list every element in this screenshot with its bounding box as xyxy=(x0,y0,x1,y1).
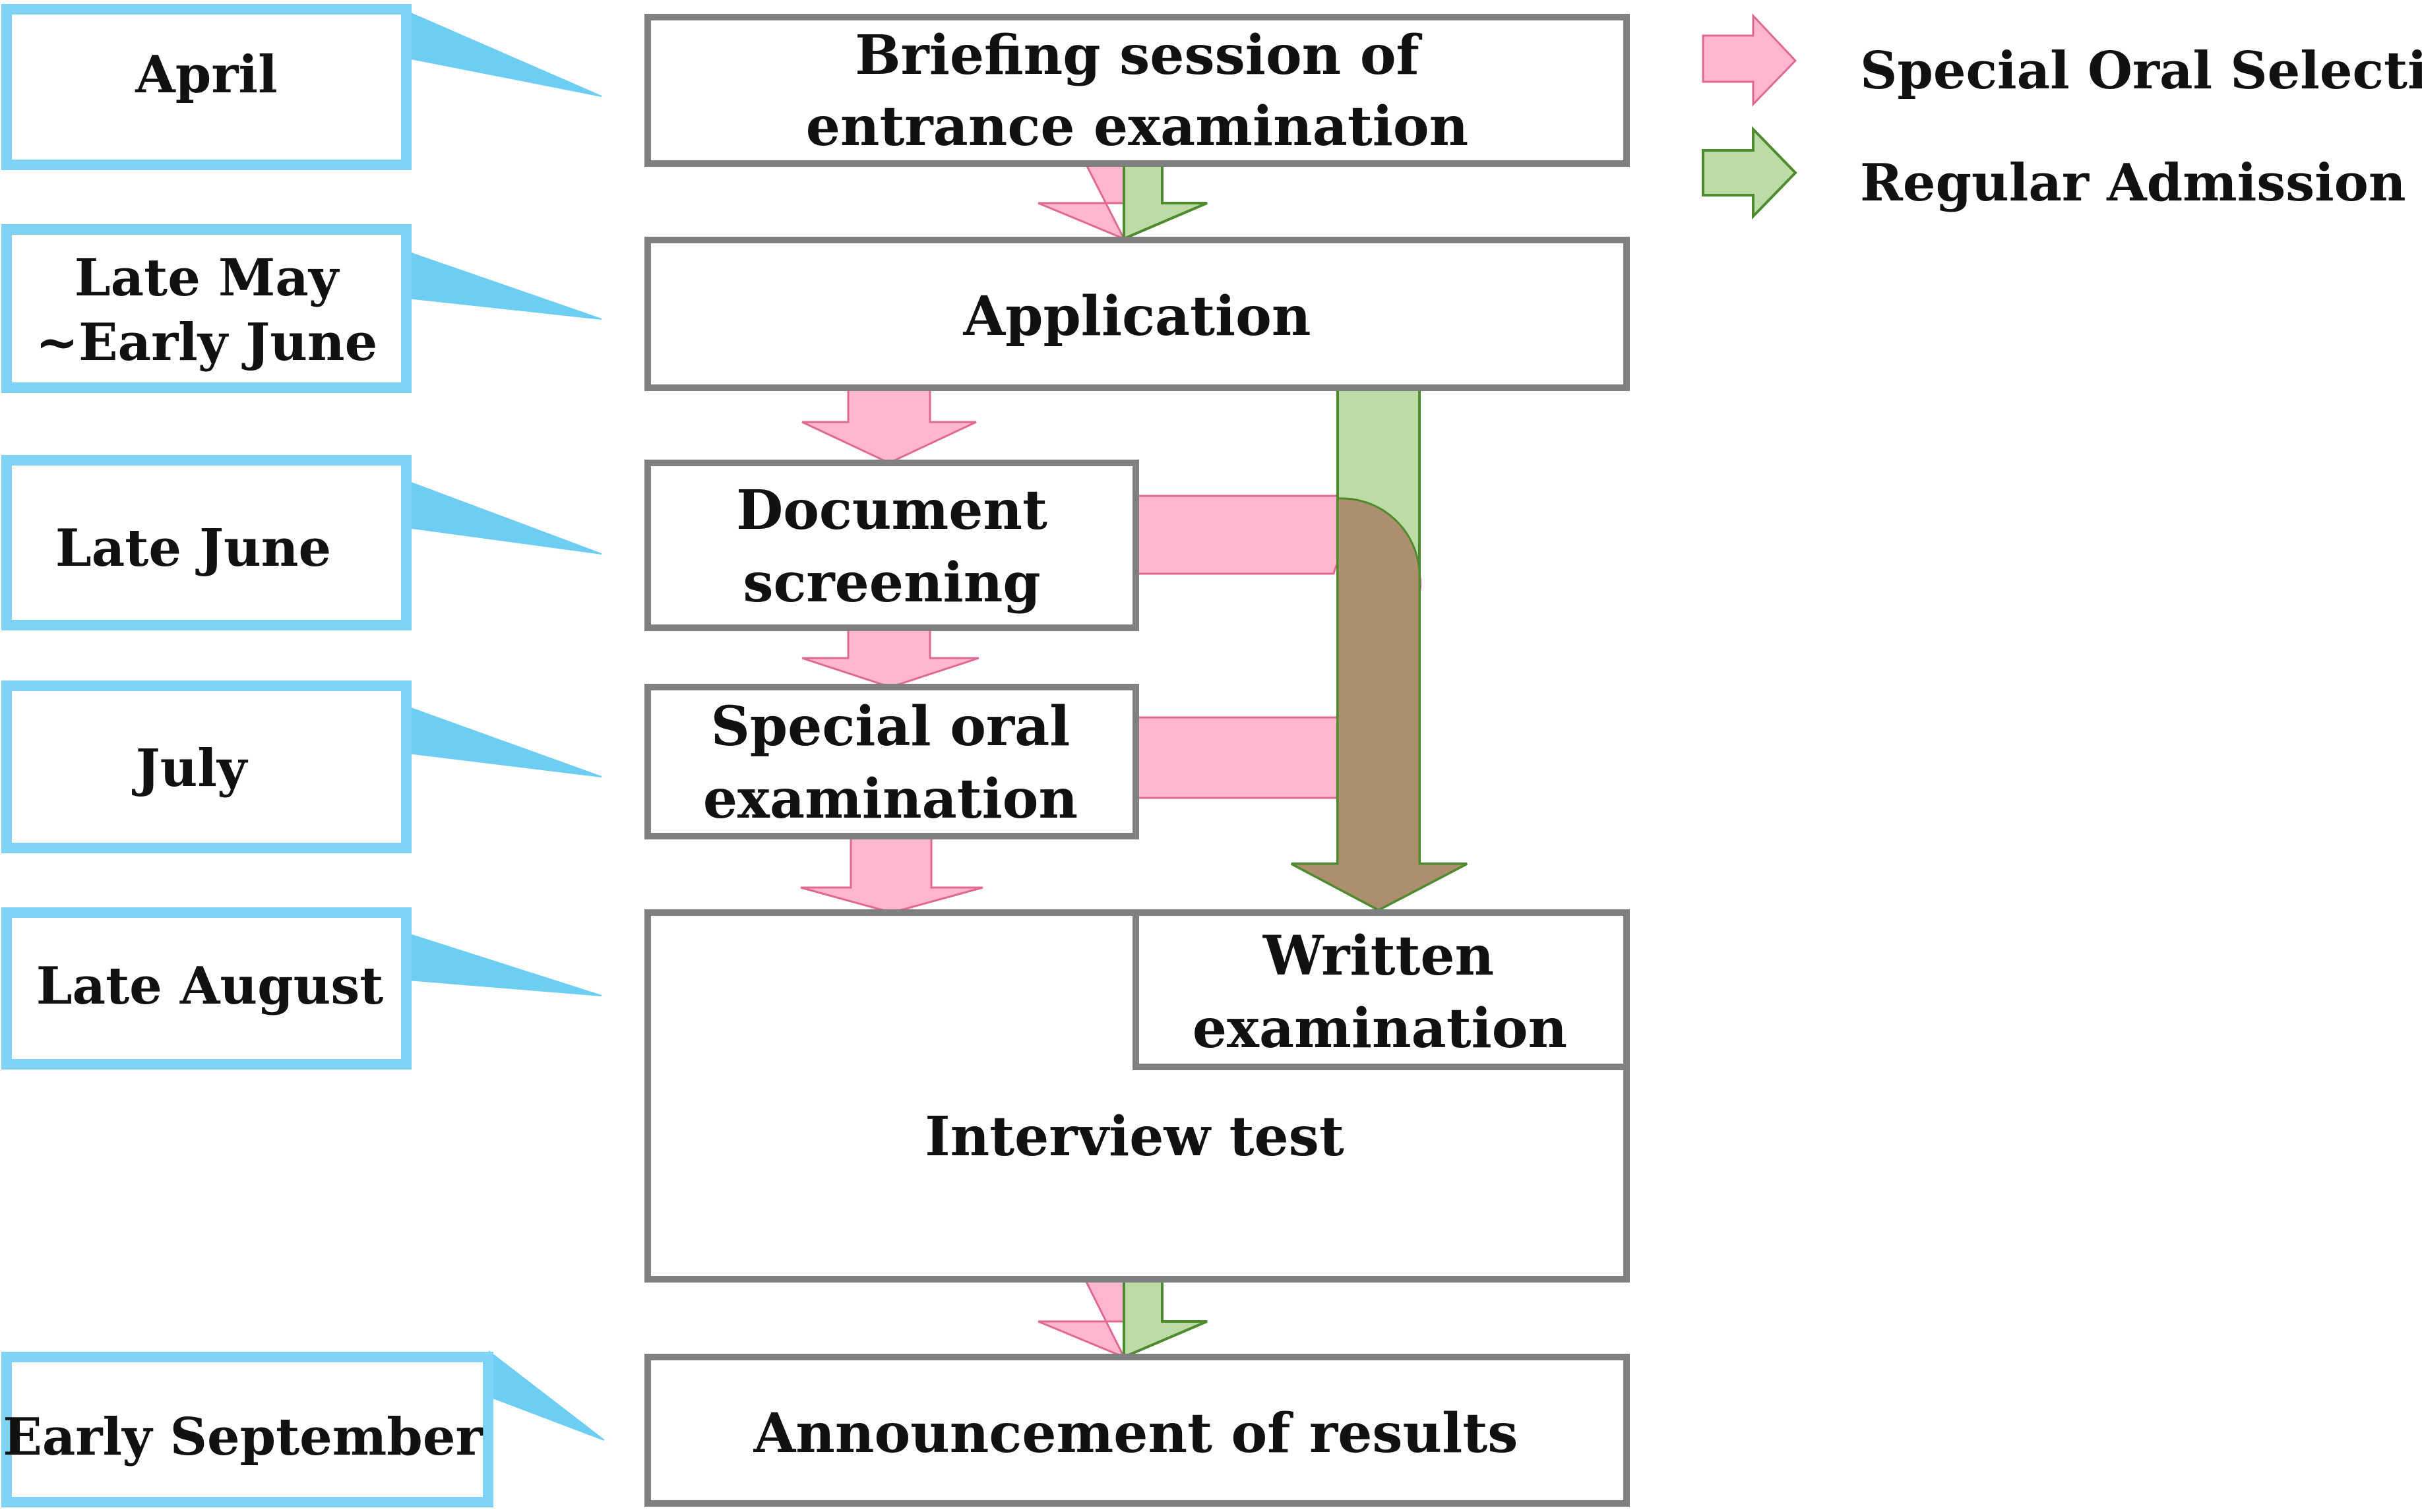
legend-label: Special Oral Selection xyxy=(1860,41,2422,101)
step-label: Announcement of results xyxy=(753,1402,1518,1465)
callout-label: Late June xyxy=(55,518,331,578)
callout-label: Late August xyxy=(36,956,384,1016)
timeline-callouts: April Late May ~Early June Late June Jul… xyxy=(1,4,605,1507)
pink-arrow-screening-to-oral xyxy=(801,628,979,688)
step-label-line-2: examination xyxy=(703,768,1078,831)
flow-steps: Briefing session of entrance examination… xyxy=(644,14,1630,1507)
pink-arrow-oral-to-interview xyxy=(800,836,983,914)
callout-box xyxy=(1,4,412,170)
step-label-line-1: Briefing session of xyxy=(855,24,1422,87)
step-box xyxy=(644,684,1139,839)
step-label-line-1: Document xyxy=(736,479,1047,542)
merged-flow-region xyxy=(1291,497,1468,911)
legend: Special Oral Selection Regular Admission xyxy=(1702,13,2422,220)
legend-item-special-oral: Special Oral Selection xyxy=(1702,13,2422,107)
callout-box xyxy=(1,907,412,1070)
callout-box xyxy=(1,455,412,630)
callout-label-line-1: Late May xyxy=(75,248,340,308)
callout-pointer xyxy=(407,251,602,320)
callout-label-line-2: ~Early June xyxy=(36,313,378,373)
callout-pointer xyxy=(407,11,602,97)
step-box xyxy=(1133,909,1630,1070)
step-box xyxy=(644,1354,1630,1507)
pink-arrow-icon xyxy=(1702,13,1797,107)
pink-arrow-briefing-to-application xyxy=(1038,162,1127,241)
callout-late-june: Late June xyxy=(1,455,602,630)
step-label-line-2: examination xyxy=(1193,997,1567,1060)
green-arrow-icon xyxy=(1702,126,1797,220)
callout-box xyxy=(1,224,412,393)
flow-arrows xyxy=(800,162,1468,1360)
callout-label: April xyxy=(135,45,277,105)
step-label: Application xyxy=(963,285,1311,348)
pink-arrow-interview-to-results xyxy=(1038,1279,1127,1359)
step-written-examination: Written examination xyxy=(1133,909,1630,1070)
legend-label: Regular Admission xyxy=(1860,153,2406,213)
green-arrow-briefing-to-application xyxy=(1123,162,1208,241)
step-label-line-1: Special oral xyxy=(711,695,1071,758)
step-briefing-session: Briefing session of entrance examination xyxy=(644,14,1630,167)
step-label-line-2: screening xyxy=(743,551,1040,615)
step-application: Application xyxy=(644,237,1630,391)
callout-label: July xyxy=(132,739,249,799)
pink-arrow-application-to-screening xyxy=(801,388,977,464)
step-box xyxy=(644,237,1630,391)
step-special-oral-examination: Special oral examination xyxy=(644,684,1139,839)
callout-late-august: Late August xyxy=(1,907,602,1070)
callout-late-may-early-june: Late May ~Early June xyxy=(1,224,602,393)
callout-april: April xyxy=(1,4,602,170)
callout-july: July xyxy=(1,680,602,853)
step-box xyxy=(644,460,1139,631)
callout-pointer xyxy=(407,706,602,777)
callout-early-september: Early September xyxy=(1,1350,605,1507)
callout-box xyxy=(1,1352,493,1507)
step-label-line-2: entrance examination xyxy=(806,95,1468,158)
callout-box xyxy=(1,680,412,853)
step-document-screening: Document screening xyxy=(644,460,1139,631)
step-announcement-of-results: Announcement of results xyxy=(644,1354,1630,1507)
callout-pointer xyxy=(407,480,602,555)
callout-pointer xyxy=(407,932,602,996)
step-label: Interview test xyxy=(925,1105,1344,1168)
green-arrow-interview-to-results xyxy=(1123,1279,1208,1360)
legend-item-regular: Regular Admission xyxy=(1702,126,2406,220)
callout-label: Early September xyxy=(3,1407,483,1467)
step-box xyxy=(644,14,1630,167)
step-label-line-1: Written xyxy=(1262,924,1494,988)
callout-pointer xyxy=(489,1350,605,1441)
